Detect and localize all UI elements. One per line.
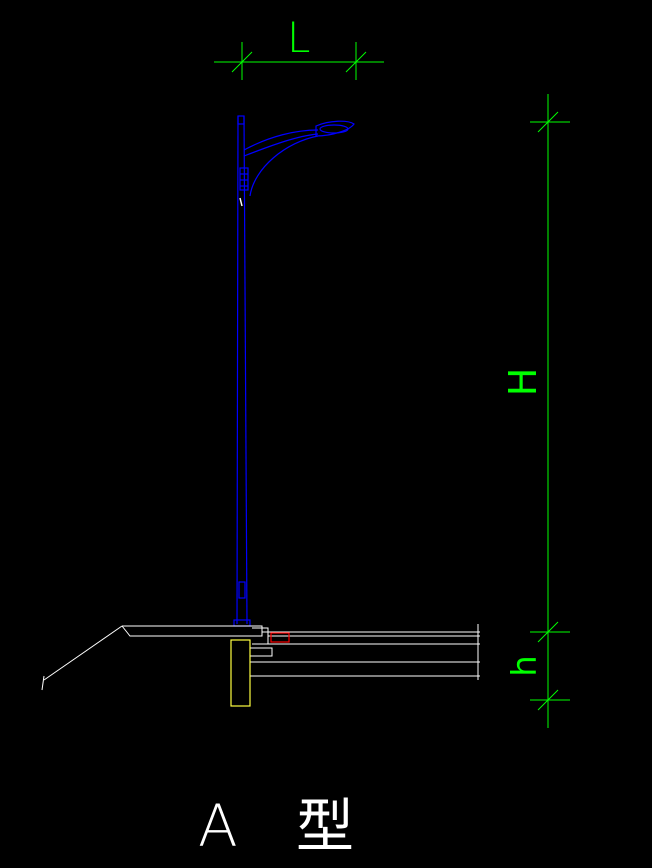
cable-junction-box	[270, 632, 290, 643]
lamp-pole-door	[238, 581, 246, 599]
lamp-arm-upper	[243, 129, 319, 151]
dimension-l-tick-right	[345, 51, 367, 73]
drawing-caption: A 型	[198, 792, 374, 860]
dimension-h-label: H	[501, 368, 545, 397]
dimension-h-tick-mid	[537, 621, 559, 643]
embankment-slope	[43, 625, 123, 681]
sidewalk-slab	[121, 625, 263, 637]
lamp-arm-bracket	[239, 167, 249, 191]
dimension-l-label: L	[287, 13, 310, 62]
curb-foundation	[250, 647, 273, 657]
lamp-head	[315, 120, 355, 137]
dimension-l-tick-left	[231, 51, 253, 73]
dimension-h-tick-top	[537, 111, 559, 133]
dimension-l	[214, 42, 384, 80]
lamp-arm-mid	[243, 133, 319, 157]
dimension-h-tick-bottom	[537, 689, 559, 711]
dimension-base-label: h	[505, 655, 545, 677]
lamp-head-lens	[319, 124, 349, 134]
lamp-pole-right-edge	[243, 115, 248, 625]
pole-foundation-outline	[230, 639, 251, 707]
lamp-pole-left-edge	[236, 115, 239, 625]
road-section	[41, 624, 480, 691]
lamp-joint-marker	[239, 197, 243, 207]
embankment-toe	[41, 675, 45, 691]
street-lamp	[233, 115, 355, 627]
dimension-h	[530, 94, 570, 728]
lamp-arm-brace	[249, 135, 319, 197]
